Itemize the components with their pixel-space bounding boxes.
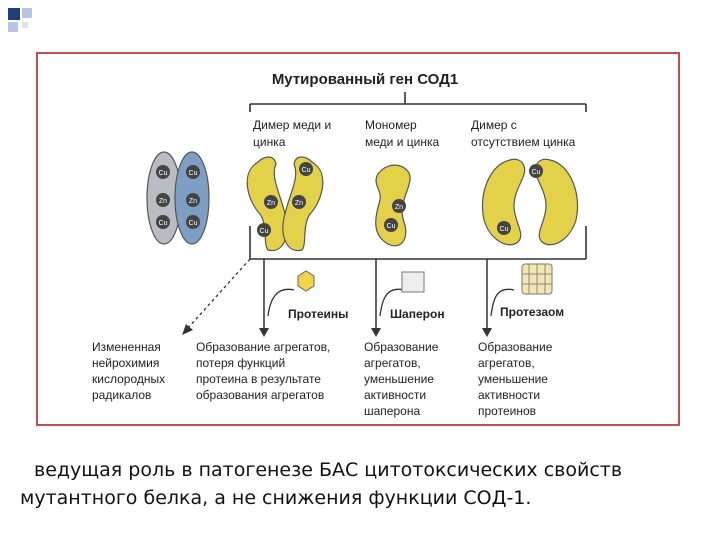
outcome-line: образования агрегатов — [196, 388, 324, 402]
outcome-line: Образование агрегатов, — [196, 340, 330, 354]
svg-text:Zn: Zn — [395, 204, 403, 211]
outcome-line: Образование — [364, 340, 439, 354]
ion-copper: Cu — [186, 215, 200, 229]
ion-zinc: Zn — [186, 193, 200, 207]
ion-copper: Cu — [299, 162, 313, 176]
svg-text:Cu: Cu — [189, 170, 198, 177]
outcome-line: Образование — [478, 340, 553, 354]
curved-arrow — [490, 288, 515, 317]
column-label-dimer: цинка — [253, 135, 286, 149]
corner-square-small — [22, 22, 28, 28]
ion-zinc: Zn — [292, 195, 306, 209]
normal-sod1-dimer: Cu Cu Zn Zn Cu Cu — [146, 151, 210, 245]
ion-copper: Cu — [497, 221, 511, 235]
outcome-line: активности — [478, 388, 540, 402]
agent-label-proteasome: Протезаом — [500, 305, 564, 319]
top-bracket — [249, 92, 587, 112]
column-label-zinc-deficient: Димер с — [471, 118, 517, 132]
svg-text:Cu: Cu — [500, 226, 509, 233]
bottom-bracket — [249, 226, 587, 260]
sod1-diagram: Мутированный ген СОД1 Димер меди и цинка… — [92, 71, 587, 418]
dashed-arrow — [182, 258, 251, 335]
svg-text:Zn: Zn — [189, 198, 197, 205]
ion-copper: Cu — [529, 164, 543, 178]
svg-text:Cu: Cu — [159, 220, 168, 227]
protein-hexagon-icon — [297, 270, 315, 292]
agent-label-chaperone: Шаперон — [390, 307, 445, 321]
outcome-line: нейрохимия — [92, 356, 159, 370]
corner-square-light — [22, 8, 32, 18]
svg-text:Cu: Cu — [302, 167, 311, 174]
caption-line: ведущая роль в патогенезе БАС цитотоксич… — [34, 459, 623, 481]
column-label-monomer: Мономер — [365, 118, 417, 132]
outcome-line: протеина в результате — [196, 372, 321, 386]
corner-square-light — [8, 22, 18, 32]
outcome-line: уменьшение — [478, 372, 548, 386]
outcome-line: агрегатов, — [364, 356, 421, 370]
outcome-protein-aggregation: Образование агрегатов, потеря функций пр… — [196, 340, 330, 402]
svg-text:Zn: Zn — [295, 200, 303, 207]
ion-copper: Cu — [257, 223, 271, 237]
caption-line: мутантного белка, а не снижения функции … — [20, 487, 532, 509]
arrow-down — [482, 259, 492, 337]
diagram-title: Мутированный ген СОД1 — [272, 71, 458, 88]
outcome-line: кислородных — [92, 372, 165, 386]
chaperone-square-icon — [401, 271, 425, 293]
proteasome-icon — [521, 263, 553, 295]
ion-copper: Cu — [156, 215, 170, 229]
svg-text:Zn: Zn — [159, 198, 167, 205]
svg-text:Cu: Cu — [260, 228, 269, 235]
outcome-line: потеря функций — [196, 356, 285, 370]
svg-text:Cu: Cu — [387, 223, 396, 230]
outcome-line: уменьшение — [364, 372, 434, 386]
svg-text:Cu: Cu — [159, 170, 168, 177]
outcome-line: активности — [364, 388, 426, 402]
ion-zinc: Zn — [156, 193, 170, 207]
outcome-chaperone: Образование агрегатов, уменьшение активн… — [364, 340, 439, 418]
ion-copper: Cu — [186, 165, 200, 179]
outcome-line: протеинов — [478, 404, 536, 418]
outcome-neurochemistry: Измененная нейрохимия кислородных радика… — [92, 340, 165, 402]
outcome-line: агрегатов, — [478, 356, 535, 370]
caption: ведущая роль в патогенезе БАС цитотоксич… — [20, 456, 710, 512]
svg-text:Cu: Cu — [532, 169, 541, 176]
column-label-zinc-deficient: отсутствием цинка — [471, 135, 576, 149]
arrow-down — [259, 259, 269, 337]
column-label-dimer: Димер меди и — [253, 118, 331, 132]
arrow-down — [371, 259, 381, 337]
mutant-monomer: Zn Cu — [375, 164, 411, 247]
ion-zinc: Zn — [264, 195, 278, 209]
ion-copper: Cu — [384, 218, 398, 232]
outcome-line: радикалов — [92, 388, 151, 402]
curved-arrow — [267, 288, 295, 317]
svg-text:Cu: Cu — [189, 220, 198, 227]
outcome-line: Измененная — [92, 340, 161, 354]
agent-label-proteins: Протеины — [288, 307, 348, 321]
corner-square-dark — [8, 8, 20, 20]
outcome-proteins: Образование агрегатов, уменьшение активн… — [478, 340, 553, 418]
mutant-cu-zn-dimer: Cu Zn Zn Cu — [246, 156, 324, 252]
svg-text:Zn: Zn — [267, 200, 275, 207]
curved-arrow — [379, 288, 405, 317]
zinc-deficient-dimer: Cu Cu — [481, 158, 579, 246]
column-label-monomer: меди и цинка — [365, 135, 439, 149]
mutant-subunit — [481, 158, 526, 246]
diagram-frame: Мутированный ген СОД1 Димер меди и цинка… — [36, 52, 680, 426]
ion-zinc: Zn — [392, 199, 406, 213]
outcome-line: шаперона — [364, 404, 420, 418]
ion-copper: Cu — [156, 165, 170, 179]
